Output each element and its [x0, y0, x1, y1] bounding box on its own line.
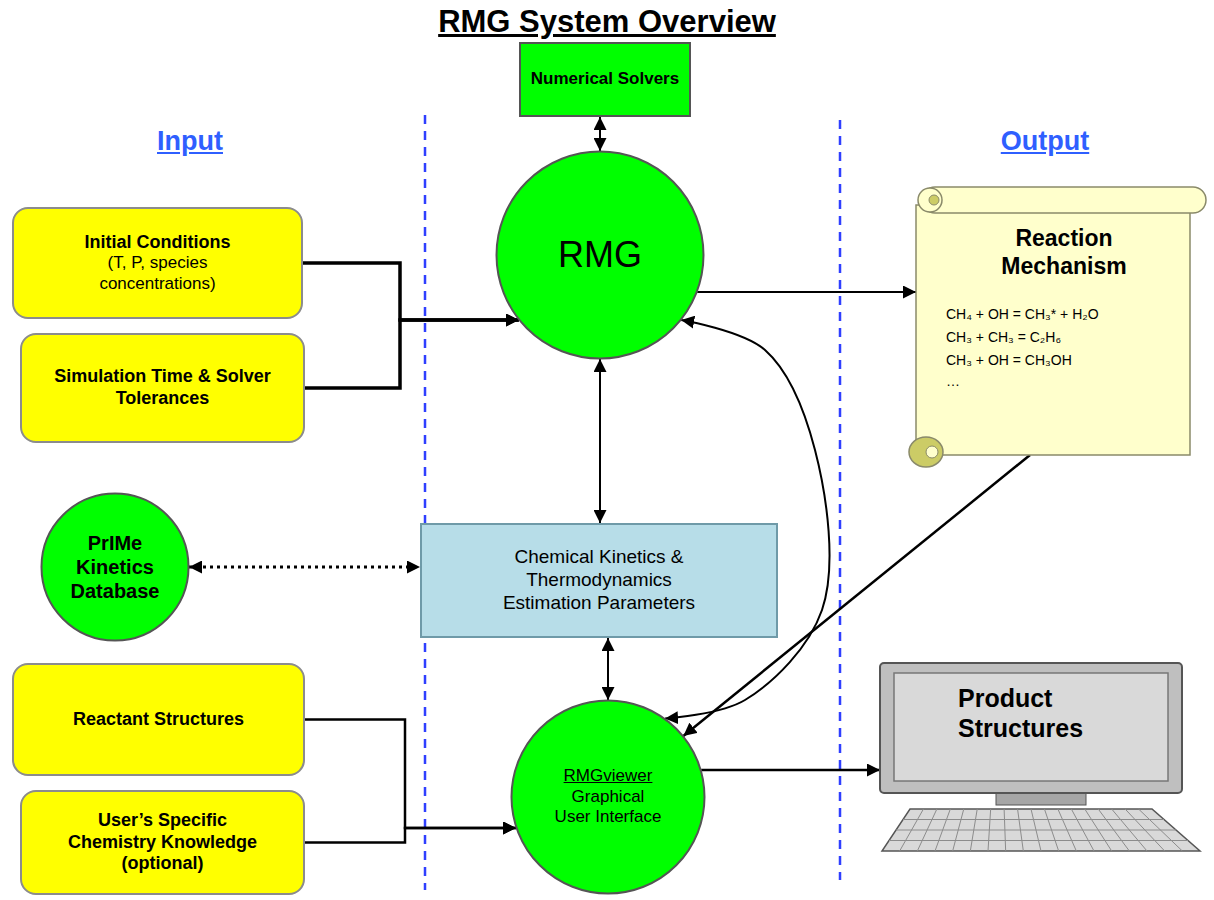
connector — [303, 263, 519, 320]
node-text: CH₃ + OH = CH₃OH — [946, 352, 1072, 369]
viewer-circle: RMGviewerGraphical User Interface — [510, 699, 706, 895]
connector — [305, 828, 516, 843]
input-box: Initial Conditions(T, P, species concent… — [12, 207, 303, 319]
scroll-curl — [909, 437, 943, 467]
connector — [701, 769, 880, 772]
scroll-curl — [918, 188, 942, 212]
node-text: CH₄ + OH = CH₃* + H₂O — [946, 306, 1099, 323]
monitor-screen — [894, 673, 1168, 781]
connector — [305, 320, 519, 388]
node-text: (T, P, species concentrations) — [53, 253, 263, 294]
circle-outline — [512, 701, 705, 894]
scroll-body — [916, 205, 1190, 455]
mechanism-scroll: Reaction MechanismCH₄ + OH = CH₃* + H₂O C… — [906, 185, 1208, 482]
divider-line — [839, 120, 842, 880]
keyboard — [882, 809, 1200, 851]
column-heading: Input — [157, 126, 223, 157]
connector — [599, 359, 601, 523]
diagram-title: RMG System Overview — [438, 4, 776, 40]
keyboard-keys — [889, 809, 1188, 851]
rmg-circle: RMG — [495, 150, 705, 360]
computer-monitor: Product Structures — [880, 663, 1202, 853]
node-text: PrIMe Kinetics Database — [60, 531, 170, 603]
connector — [665, 320, 829, 719]
connector — [599, 117, 601, 151]
scroll-curl — [926, 446, 938, 458]
connector — [189, 566, 420, 569]
node-text: Chemical Kinetics & Thermodynamics Estim… — [492, 546, 707, 614]
parameter-box: Chemical Kinetics & Thermodynamics Estim… — [420, 523, 778, 638]
solver-box: Numerical Solvers — [519, 42, 691, 117]
circle-outline — [497, 152, 704, 359]
node-text: Simulation Time & Solver Tolerances — [48, 366, 278, 409]
node-text: Reaction Mechanism — [964, 225, 1164, 280]
node-text: Product Structures — [958, 683, 1128, 743]
scroll-roll — [922, 187, 1206, 213]
node-text: Reactant Structures — [73, 709, 244, 731]
input-box: Simulation Time & Solver Tolerances — [20, 333, 305, 443]
node-text: CH₃ + CH₃ = C₂H₆ — [946, 329, 1061, 346]
node-text: User’s Specific Chemistry Knowledge (opt… — [55, 810, 270, 875]
node-text: Graphical User Interface — [553, 787, 663, 828]
node-text: RMGviewer — [564, 766, 653, 786]
circle-outline — [42, 494, 189, 641]
node-text: Initial Conditions — [85, 232, 231, 254]
node-text: RMG — [558, 233, 642, 276]
connector — [607, 638, 609, 700]
connector — [697, 291, 916, 293]
input-box: Reactant Structures — [12, 663, 305, 776]
monitor-frame — [880, 663, 1182, 793]
divider-line — [424, 115, 427, 890]
node-text: Numerical Solvers — [531, 69, 679, 89]
node-text: … — [946, 373, 960, 390]
column-heading: Output — [1001, 126, 1089, 157]
database-circle: PrIMe Kinetics Database — [40, 492, 190, 642]
scroll-curl — [929, 195, 939, 205]
connector — [305, 720, 516, 829]
input-box: User’s Specific Chemistry Knowledge (opt… — [20, 790, 305, 895]
